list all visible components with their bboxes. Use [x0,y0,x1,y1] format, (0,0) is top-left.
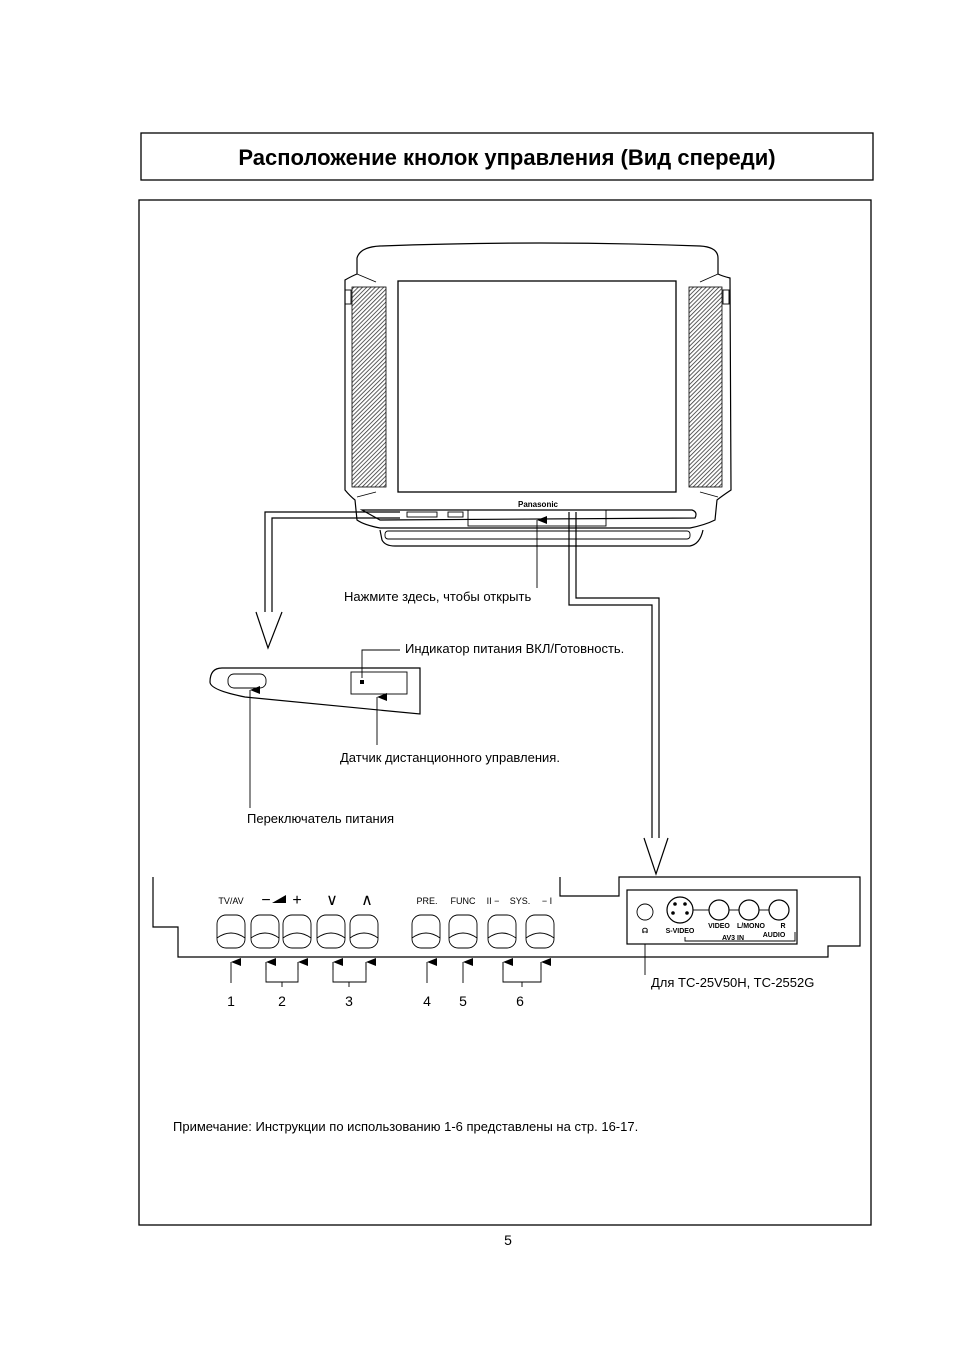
number-4: 4 [423,993,431,1009]
sys-label: SYS. [510,896,531,906]
right-speaker-grille [688,286,723,488]
lmono-label: L/MONO [737,923,766,930]
power-indicator-label: Индикатор питания ВКЛ/Готовность. [405,641,624,656]
headphone-jack [636,903,654,921]
control-panel [152,876,861,958]
number-2: 2 [278,993,286,1009]
volume-plus-label: + [292,892,301,909]
number-1: 1 [227,993,235,1009]
sys-down-label: II − [487,896,500,906]
diagram-frame [138,199,872,1226]
svideo-jack [666,896,694,924]
number-6: 6 [516,993,524,1009]
pre-button[interactable] [411,914,441,949]
audio-label: AUDIO [763,932,786,939]
tv-front-illustration: Panasonic [344,242,732,547]
usage-note: Примечание: Инструкции по использованию … [173,1119,638,1134]
channel-up-button[interactable] [349,914,379,949]
channel-up-label: ∧ [361,892,373,909]
av-jack-panel: ☊ S-VIDEO VIDEO L/MONO R AV3 IN AUDIO [626,889,798,945]
power-switch [227,673,267,689]
left-speaker-grille [351,286,387,488]
button-pointers [230,958,551,987]
title-box: Расположение кнолок управления (Вид спер… [140,132,874,181]
av3in-label: AV3 IN [722,935,744,942]
button-numbers: 1 2 3 4 5 6 [227,993,524,1009]
lmono-jack [738,899,760,921]
video-label: VIDEO [708,923,730,930]
models-note: Для TC-25V50H, TC-2552G [651,975,814,990]
panel-buttons [216,914,555,949]
brand-logo: Panasonic [518,500,559,509]
number-3: 3 [345,993,353,1009]
tvav-label: TV/AV [218,896,243,906]
pre-label: PRE. [416,896,437,906]
headphone-icon: ☊ [642,927,648,935]
number-5: 5 [459,993,467,1009]
volume-icon [272,895,286,903]
control-strip-side-view [209,667,421,715]
video-jack [708,899,730,921]
sys-up-button[interactable] [525,914,555,949]
power-indicator-led [360,680,364,684]
channel-down-label: ∨ [326,892,338,909]
r-audio-jack [768,899,790,921]
power-switch-label: Переключатель питания [247,811,394,826]
page-number: 5 [504,1232,512,1248]
sys-up-label: − I [542,896,552,906]
volume-minus-label: − [261,892,270,909]
button-labels: TV/AV − + ∨ ∧ PRE. FUNC II − SYS. − I [218,892,552,909]
remote-sensor-label: Датчик дистанционного управления. [340,750,560,765]
channel-down-button[interactable] [316,914,346,949]
volume-down-button[interactable] [250,914,280,949]
func-button[interactable] [448,914,478,949]
tv-screen [397,280,677,493]
page-title: Расположение кнолок управления (Вид спер… [238,145,775,170]
press-to-open-label: Нажмите здесь, чтобы открыть [344,589,531,604]
sys-down-button[interactable] [487,914,517,949]
func-label: FUNC [451,896,476,906]
volume-up-button[interactable] [282,914,312,949]
r-label: R [780,923,785,930]
remote-sensor-window [350,671,408,695]
svideo-label: S-VIDEO [666,928,695,935]
tvav-button[interactable] [216,914,246,949]
